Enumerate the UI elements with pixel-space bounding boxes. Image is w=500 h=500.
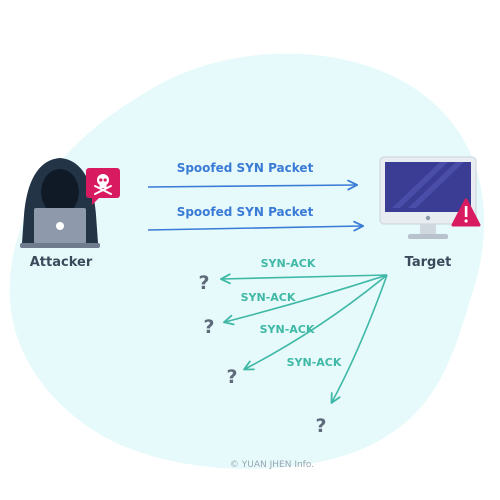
skull-crossbones-icon <box>86 168 120 205</box>
syn-ack-edge-4: SYN-ACK <box>287 274 388 404</box>
syn-ack-edge-2: SYN-ACK <box>223 274 388 326</box>
syn-ack-arrow-1 <box>219 273 388 285</box>
syn-ack-label-3: SYN-ACK <box>260 323 315 336</box>
syn-ack-label-4: SYN-ACK <box>287 356 342 369</box>
hooded-hacker-icon <box>20 158 100 248</box>
warning-triangle-icon <box>451 198 481 227</box>
syn-ack-arrow-2 <box>223 274 388 326</box>
syn-ack-label-2: SYN-ACK <box>241 291 296 304</box>
attacker-label: Attacker <box>30 255 93 270</box>
spoofed-syn-label-2: Spoofed SYN Packet <box>177 205 314 219</box>
unknown-recipient-mark-4: ? <box>315 415 326 437</box>
unknown-recipient-mark-2: ? <box>203 316 214 338</box>
spoofed-syn-arrow-1 <box>147 179 359 191</box>
syn-ack-arrow-4 <box>330 274 388 404</box>
credit-footer: © YUAN JHEN Info. <box>230 460 314 470</box>
unknown-recipient-mark-1: ? <box>198 272 209 294</box>
background-blob <box>9 53 485 469</box>
desktop-monitor-icon <box>379 156 477 239</box>
unknown-recipient-mark-3: ? <box>226 366 237 388</box>
syn-ack-edge-1: SYN-ACK <box>219 257 388 285</box>
target-label: Target <box>405 255 452 270</box>
syn-ack-arrow-3 <box>243 274 388 371</box>
spoofed-syn-label-1: Spoofed SYN Packet <box>177 161 314 175</box>
spoofed-syn-edge-1: Spoofed SYN Packet <box>147 161 359 191</box>
attacker-node: Attacker <box>20 158 120 270</box>
spoofed-syn-edge-2: Spoofed SYN Packet <box>147 205 365 232</box>
syn-ack-label-1: SYN-ACK <box>261 257 316 270</box>
spoofed-syn-arrow-2 <box>147 220 365 232</box>
syn-ack-edge-3: SYN-ACK <box>243 274 388 371</box>
target-node: Target <box>379 156 481 270</box>
